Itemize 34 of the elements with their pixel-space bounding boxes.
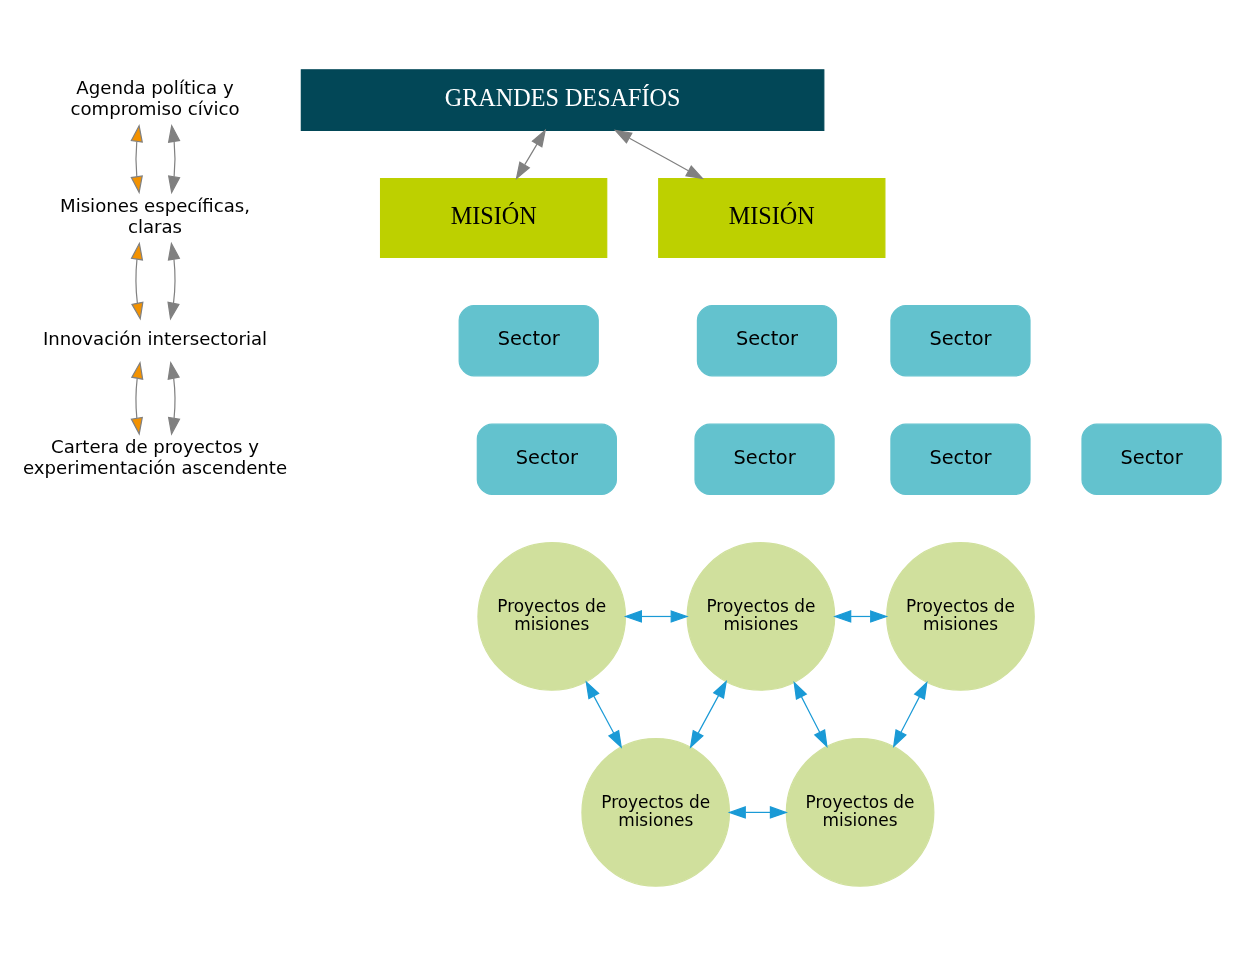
node-text: Innovación intersectorial: [42, 327, 268, 349]
arrow: [623, 609, 689, 623]
arrow: [130, 360, 144, 436]
node-text: Cartera de proyectos y experimentación ascendente: [22, 435, 288, 478]
node-box: Sector: [890, 304, 1031, 376]
arrow: [167, 123, 181, 194]
arrow: [833, 609, 889, 623]
arrow: [793, 680, 828, 748]
arrow: [130, 241, 144, 321]
node-circle: Proyectos de misiones: [581, 737, 731, 887]
node-box: MISIÓN: [658, 177, 886, 258]
node-box: Sector: [890, 423, 1031, 495]
arrow: [727, 805, 788, 819]
node-box: GRANDES DESAFÍOS: [300, 68, 825, 131]
arrow: [892, 680, 928, 748]
node-circle: Proyectos de misiones: [686, 541, 836, 691]
node-box: MISIÓN: [379, 177, 608, 258]
arrow: [585, 680, 623, 749]
arrow: [167, 241, 181, 321]
arrow: [689, 679, 728, 749]
node-circle: Proyectos de misiones: [785, 737, 935, 887]
node-box: Sector: [694, 423, 835, 495]
arrow: [613, 129, 704, 179]
node-text: Misiones específicas, claras: [60, 194, 251, 236]
arrow: [167, 360, 181, 436]
node-circle: Proyectos de misiones: [477, 541, 627, 691]
node-box: Sector: [476, 423, 617, 495]
arrow: [515, 128, 547, 180]
node-circle: Proyectos de misiones: [886, 541, 1035, 691]
node-box: Sector: [458, 304, 599, 376]
node-text: Agenda política y compromiso cívico: [70, 76, 240, 119]
node-box: Sector: [1081, 423, 1222, 495]
arrow: [130, 123, 143, 194]
node-box: Sector: [696, 304, 838, 376]
